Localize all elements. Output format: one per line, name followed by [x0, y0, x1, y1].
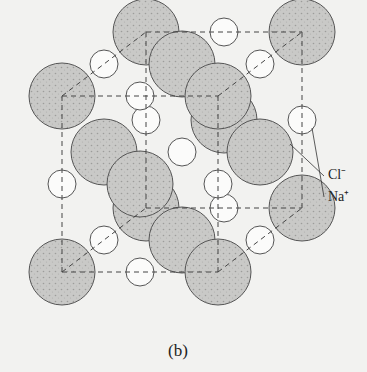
figure-caption: (b): [168, 342, 188, 359]
sodium-ion: [288, 106, 316, 134]
cube-edge: [62, 32, 146, 96]
ion-label: Na⁺: [328, 190, 349, 204]
cube-edge: [218, 208, 302, 272]
sodium-ion: [204, 170, 232, 198]
cube-edge: [62, 208, 146, 272]
chloride-ion: [227, 119, 293, 185]
sodium-ion: [126, 258, 154, 286]
cube-edge: [62, 96, 218, 97]
sodium-ion: [246, 50, 274, 78]
cube-edge: [146, 32, 302, 33]
leader-line: [290, 144, 324, 176]
cube-edge: [218, 32, 302, 96]
ion-label: Cl⁻: [328, 168, 346, 182]
cube-edge: [302, 32, 303, 208]
sodium-ion: [210, 194, 238, 222]
cube-edge: [62, 96, 63, 272]
cube-edge: [146, 32, 147, 208]
chloride-ion: [107, 151, 173, 217]
sodium-ion: [210, 18, 238, 46]
sodium-ion: [132, 106, 160, 134]
sodium-ion: [126, 82, 154, 110]
sodium-ion: [90, 50, 118, 78]
sodium-ion: [168, 138, 196, 166]
sodium-ion: [246, 226, 274, 254]
cube-edge: [146, 208, 302, 209]
leader-line: [312, 128, 324, 197]
cube-edge: [218, 96, 219, 272]
sodium-ion: [48, 170, 76, 198]
cube-edge: [62, 272, 218, 273]
sodium-ion: [90, 226, 118, 254]
